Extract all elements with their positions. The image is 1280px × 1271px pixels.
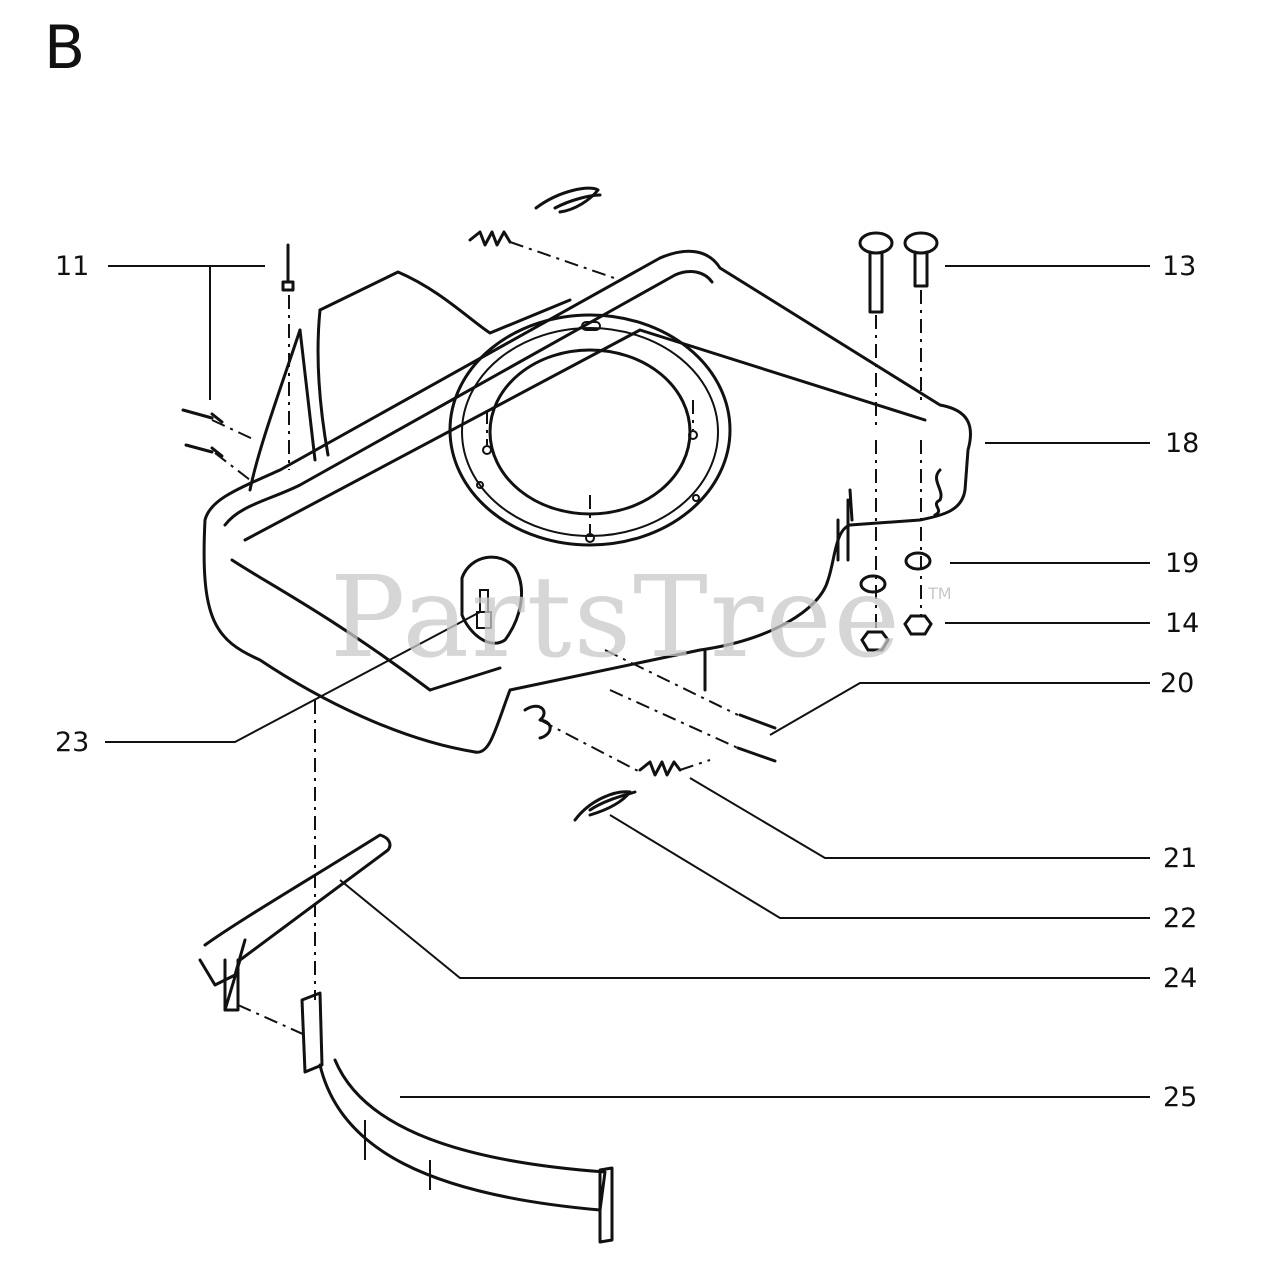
callout-14: 14 bbox=[1165, 608, 1200, 639]
callout-20: 20 bbox=[1160, 668, 1195, 699]
part-11-pins bbox=[181, 243, 295, 458]
assembly-lines bbox=[211, 241, 922, 1036]
part-20-pins bbox=[736, 713, 777, 763]
leader-lines bbox=[105, 265, 1150, 1098]
trademark-mark: TM bbox=[928, 584, 952, 603]
top-spring bbox=[468, 186, 602, 247]
callout-21: 21 bbox=[1163, 843, 1198, 874]
part-22-hook bbox=[573, 790, 637, 822]
callout-24: 24 bbox=[1163, 963, 1198, 994]
washers-and-nuts bbox=[859, 551, 933, 652]
callout-23: 23 bbox=[55, 727, 90, 758]
callout-25: 25 bbox=[1163, 1082, 1198, 1113]
part-25-flap bbox=[300, 991, 614, 1244]
callout-13: 13 bbox=[1162, 251, 1197, 282]
deck-housing bbox=[202, 249, 973, 754]
part-13-bolts bbox=[858, 231, 939, 314]
part-21-spring bbox=[638, 760, 682, 777]
callout-18: 18 bbox=[1165, 428, 1200, 459]
callout-19: 19 bbox=[1165, 548, 1200, 579]
callout-11: 11 bbox=[55, 251, 90, 282]
part-24-deflector bbox=[198, 833, 392, 1012]
section-letter: B bbox=[44, 13, 86, 83]
watermark: PartsTree bbox=[330, 553, 902, 683]
callout-22: 22 bbox=[1163, 903, 1198, 934]
